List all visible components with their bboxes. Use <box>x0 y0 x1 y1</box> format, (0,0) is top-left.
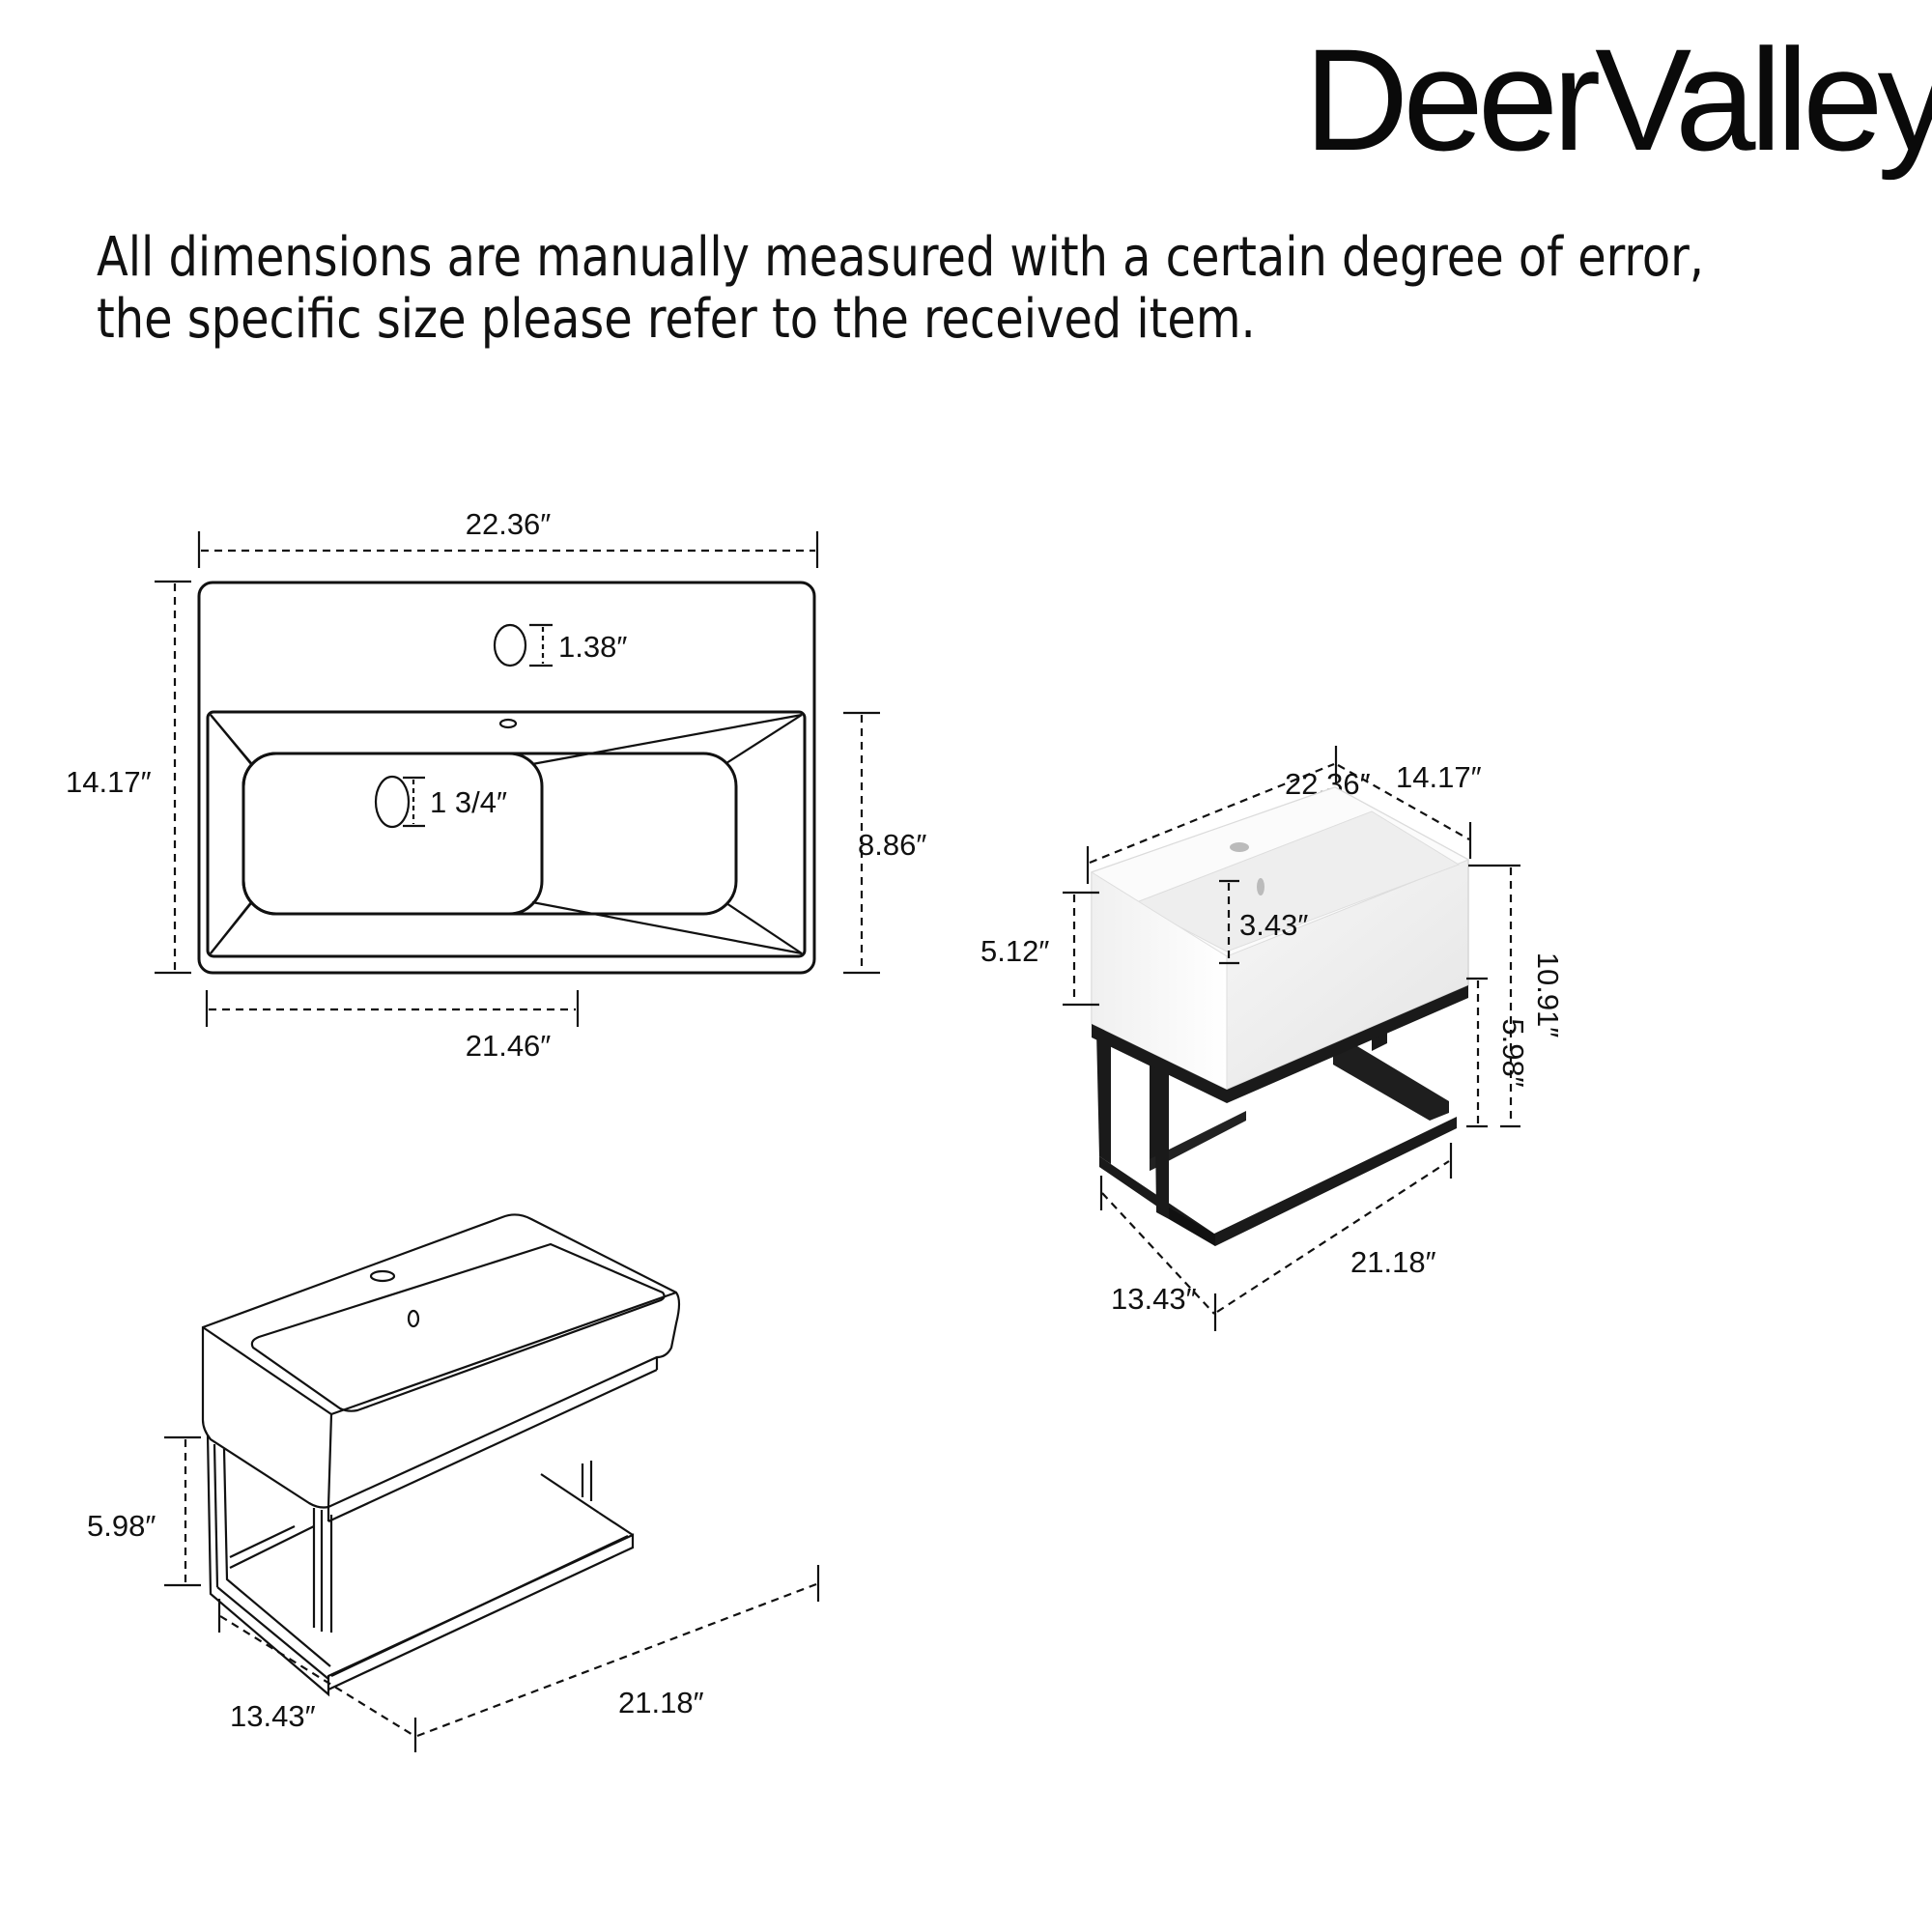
render-frame-height-label: 5.98″ <box>1496 1018 1530 1087</box>
line-frame-height-label: 5.98″ <box>87 1509 156 1543</box>
render-basin-height-label: 5.12″ <box>980 934 1049 968</box>
line-frame-depth-label: 13.43″ <box>230 1699 316 1733</box>
line-drawing-diagram: 5.98″ 13.43″ 21.18″ <box>87 1213 820 1752</box>
render-frame-depth-label: 13.43″ <box>1111 1282 1197 1316</box>
render-frame-width-label: 21.18″ <box>1350 1245 1436 1279</box>
top-basin-width-label: 21.46″ <box>466 1029 552 1063</box>
drain-diameter-label: 1 3/4″ <box>430 785 507 819</box>
top-overall-depth-label: 14.17″ <box>66 765 152 799</box>
render-total-height-label: 10.91″ <box>1531 952 1565 1038</box>
render-depth-label: 14.17″ <box>1396 760 1482 794</box>
line-frame-width-label: 21.18″ <box>618 1686 704 1719</box>
disclaimer-text: All dimensions are manually measured wit… <box>97 227 1704 351</box>
top-basin-depth-label: 8.86″ <box>858 828 926 862</box>
brand-logo: DeerValley® <box>1304 27 1932 172</box>
top-overall-width-label: 22.36″ <box>466 507 552 541</box>
top-view-diagram: 22.36″ 1.38″ 1 3/4″ 14.17″ <box>66 507 926 1063</box>
disclaimer-line-2: the specific size please refer to the re… <box>97 288 1256 351</box>
brand-name: DeerValley <box>1304 18 1932 181</box>
rendered-view-diagram: 22.36″ 14.17″ 3.43″ <box>980 746 1565 1331</box>
render-bowl-depth-label: 3.43″ <box>1239 908 1308 942</box>
disclaimer-line-1: All dimensions are manually measured wit… <box>97 226 1705 289</box>
faucet-hole-diameter-label: 1.38″ <box>558 630 627 664</box>
